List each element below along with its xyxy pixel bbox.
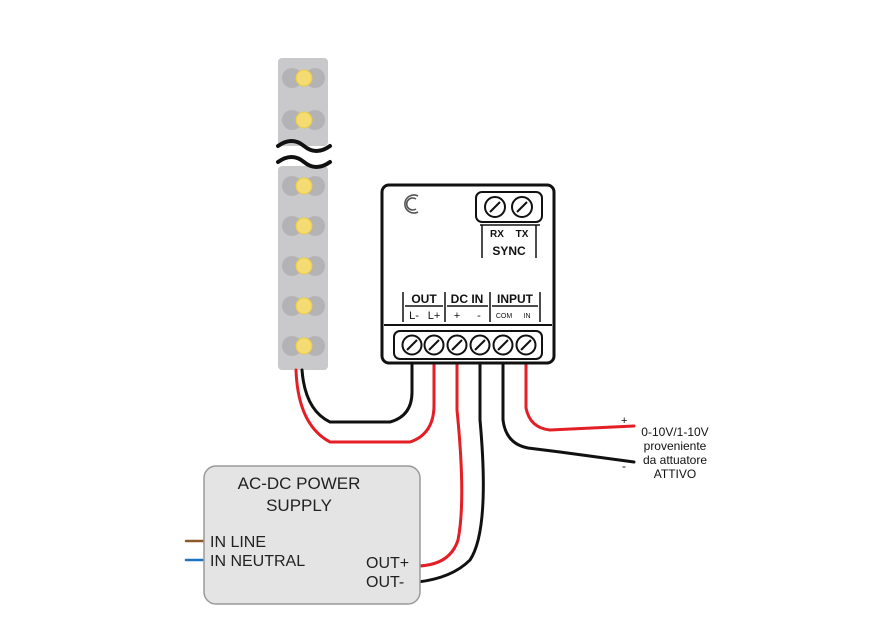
led-chip xyxy=(295,337,313,355)
group-dividers xyxy=(402,292,541,322)
led-chip xyxy=(295,297,313,315)
wires xyxy=(184,360,636,584)
psu-title-line1: AC-DC POWER xyxy=(238,474,361,493)
input-pin-com: COM xyxy=(496,313,513,320)
input-pin-in: IN xyxy=(524,313,531,320)
signal-text-line3: da attuatore xyxy=(643,453,707,467)
led-chip xyxy=(295,217,313,235)
controller: RX TX SYNC OUT L- L+ DC IN + - INPUT COM… xyxy=(380,183,556,365)
sync-rx-label: RX xyxy=(490,229,504,240)
break-symbol xyxy=(276,139,332,169)
psu-out-plus: OUT+ xyxy=(366,555,409,572)
signal-text-line4: ATTIVO xyxy=(654,467,696,481)
brand-logo-icon xyxy=(404,194,419,214)
led-chip xyxy=(295,257,313,275)
out-group-title: OUT xyxy=(411,292,437,306)
led-chip xyxy=(295,177,313,195)
dcin-group-title: DC IN xyxy=(451,292,484,306)
sync-terminal-block xyxy=(475,191,543,258)
wire-dcin-plus-red xyxy=(412,360,464,568)
out-pin-l-minus: L- xyxy=(409,310,419,322)
psu-out-minus: OUT- xyxy=(366,574,404,591)
power-supply: AC-DC POWER SUPPLY IN LINE IN NEUTRAL OU… xyxy=(203,465,421,605)
wire-input-com-black xyxy=(501,360,636,464)
psu-title-line2: SUPPLY xyxy=(266,496,332,515)
led-chip xyxy=(295,111,313,129)
out-pin-l-plus: L+ xyxy=(428,310,441,322)
sync-tx-label: TX xyxy=(516,229,529,240)
led-chips xyxy=(295,69,313,355)
wire-dcin-minus-black xyxy=(412,360,485,584)
dcin-pin-minus: - xyxy=(477,310,481,322)
wire-strip-black xyxy=(300,360,414,424)
input-group-title: INPUT xyxy=(497,292,534,306)
led-chip xyxy=(295,69,313,87)
signal-text-line1: 0-10V/1-10V xyxy=(641,425,708,439)
controller-body xyxy=(380,183,556,365)
signal-text-line2: proveniente xyxy=(644,439,707,453)
sync-label: SYNC xyxy=(492,244,526,258)
signal-minus-label: - xyxy=(622,459,626,473)
psu-in-neutral: IN NEUTRAL xyxy=(210,553,305,570)
wire-strip-red xyxy=(294,360,436,444)
wire-input-in-red xyxy=(524,360,636,432)
power-supply-body xyxy=(203,465,421,605)
dcin-pin-plus: + xyxy=(454,310,460,322)
signal-plus-label: + xyxy=(621,415,627,427)
led-strip xyxy=(276,58,332,370)
psu-in-line: IN LINE xyxy=(210,534,266,551)
main-terminal-block xyxy=(393,330,543,360)
